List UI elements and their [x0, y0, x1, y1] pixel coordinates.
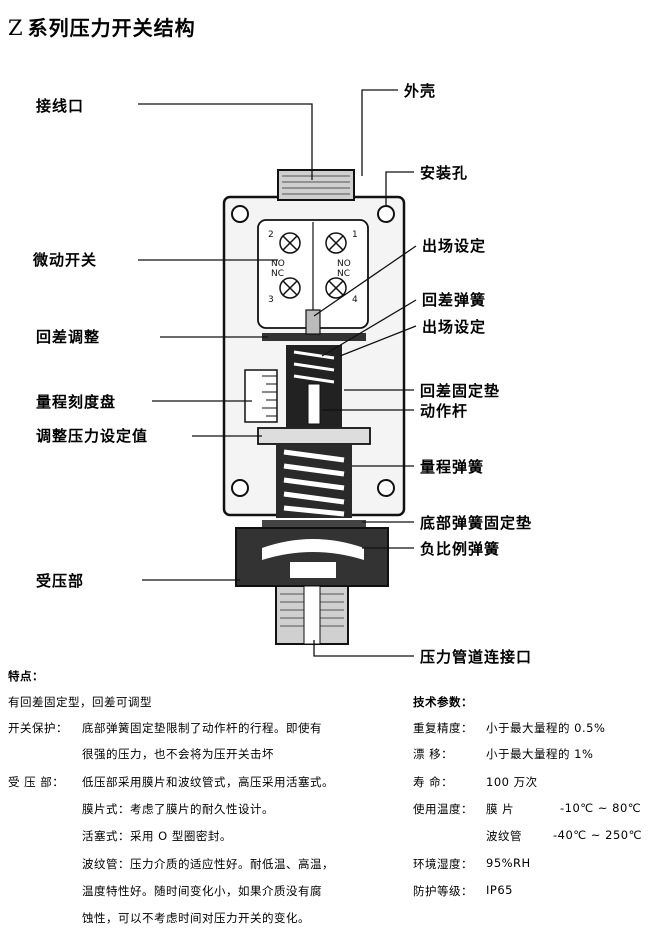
terminal-nc-right: NC — [337, 269, 350, 279]
piston-note: 活塞式：采用 O 型圈密封。 — [82, 829, 232, 843]
label-micro-switch: 微动开关 — [33, 251, 98, 269]
temp-label: 使用温度： — [413, 802, 473, 816]
bellows-1: 波纹管：压力介质的适应性好。耐低温、高温， — [82, 857, 334, 871]
features-line1: 有回差固定型，回差可调型 — [8, 695, 152, 709]
terminal-3: 3 — [268, 295, 274, 305]
setting-screw — [305, 309, 321, 335]
switch-protect-label: 开关保护： — [8, 721, 68, 735]
label-wiring-port: 接线口 — [36, 97, 85, 115]
pressure-switch-cross-section: 1 2 3 4 NO NC NO NC — [138, 89, 417, 657]
label-pipe-connector: 压力管道连接口 — [420, 648, 533, 666]
label-pressure-part: 受压部 — [36, 572, 85, 590]
label-range-dial: 量程刻度盘 — [36, 393, 117, 411]
bellows-3: 蚀性，可以不考虑时间对压力开关的变化。 — [82, 911, 310, 925]
range-spring — [283, 449, 345, 517]
mounting-holes — [231, 205, 395, 497]
pressure-label: 受 压 部： — [8, 775, 65, 789]
temp-bellows-value: -40℃ ~ 250℃ — [553, 828, 643, 842]
label-action-rod: 动作杆 — [420, 402, 469, 420]
bellows-2: 温度特性好。随时间变化小，如果介质没有腐 — [82, 884, 322, 898]
label-housing: 外壳 — [404, 82, 437, 100]
temp-membrane-value: -10℃ ~ 80℃ — [560, 801, 642, 815]
diff-spring — [293, 350, 335, 384]
label-mounting-hole: 安装孔 — [420, 164, 469, 182]
terminal-2: 2 — [268, 230, 274, 240]
pressure-1: 低压部采用膜片和波纹管式，高压采用活塞式。 — [82, 775, 334, 789]
life-value: 100 万次 — [486, 775, 538, 789]
protection-value: IP65 — [486, 883, 513, 897]
terminal-nc-left: NC — [271, 269, 284, 279]
label-diff-fixed-pad: 回差固定垫 — [420, 382, 501, 400]
humidity-label: 环境湿度： — [413, 857, 473, 871]
temp-membrane-label: 膜 片 — [486, 802, 515, 816]
protection-label: 防护等级： — [413, 884, 473, 898]
leader-lines — [138, 89, 417, 657]
label-diff-adjust: 回差调整 — [36, 328, 101, 346]
repeat-value: 小于最大量程的 0.5% — [486, 721, 606, 735]
label-factory-setting-2: 出场设定 — [422, 318, 487, 336]
drift-value: 小于最大量程的 1% — [486, 747, 594, 761]
diff-adjust-bar — [262, 333, 366, 341]
terminal-no-left: NO — [271, 259, 285, 269]
terminal-4: 4 — [352, 295, 358, 305]
label-range-spring: 量程弹簧 — [420, 458, 485, 476]
humidity-value: 95%RH — [486, 856, 531, 870]
switch-terminal-screws — [279, 232, 347, 299]
wiring-port-thread — [277, 169, 355, 201]
label-bottom-spring-pad: 底部弹簧固定垫 — [420, 514, 533, 532]
temp-bellows-label: 波纹管 — [486, 829, 522, 843]
label-adjust-pressure-value: 调整压力设定值 — [36, 427, 149, 445]
label-diff-spring: 回差弹簧 — [422, 291, 487, 309]
switch-protect-1: 底部弹簧固定垫限制了动作杆的行程。即使有 — [82, 721, 322, 735]
title-prefix: Z — [8, 16, 24, 40]
label-negative-spring: 负比例弹簧 — [420, 540, 501, 558]
drift-label: 漂 移： — [413, 747, 454, 761]
range-dial — [244, 369, 278, 423]
specs-heading: 技术参数： — [413, 695, 473, 709]
title-text: 系列压力开关结构 — [27, 16, 196, 40]
repeat-label: 重复精度： — [413, 721, 473, 735]
membrane-note: 膜片式：考虑了膜片的耐久性设计。 — [82, 802, 274, 816]
terminal-no-right: NO — [337, 259, 351, 269]
life-label: 寿 命： — [413, 775, 454, 789]
pipe-connector-thread — [275, 585, 349, 645]
negative-spring — [262, 539, 364, 560]
features-heading: 特点： — [8, 669, 44, 683]
adjust-pressure-plate — [257, 427, 371, 445]
bottom-spring-pad — [262, 520, 366, 530]
label-factory-setting-1: 出场设定 — [422, 237, 487, 255]
terminal-1: 1 — [352, 230, 358, 240]
action-rod-upper — [307, 383, 321, 425]
switch-protect-2: 很强的压力，也不会将为压开关击坏 — [82, 747, 274, 761]
